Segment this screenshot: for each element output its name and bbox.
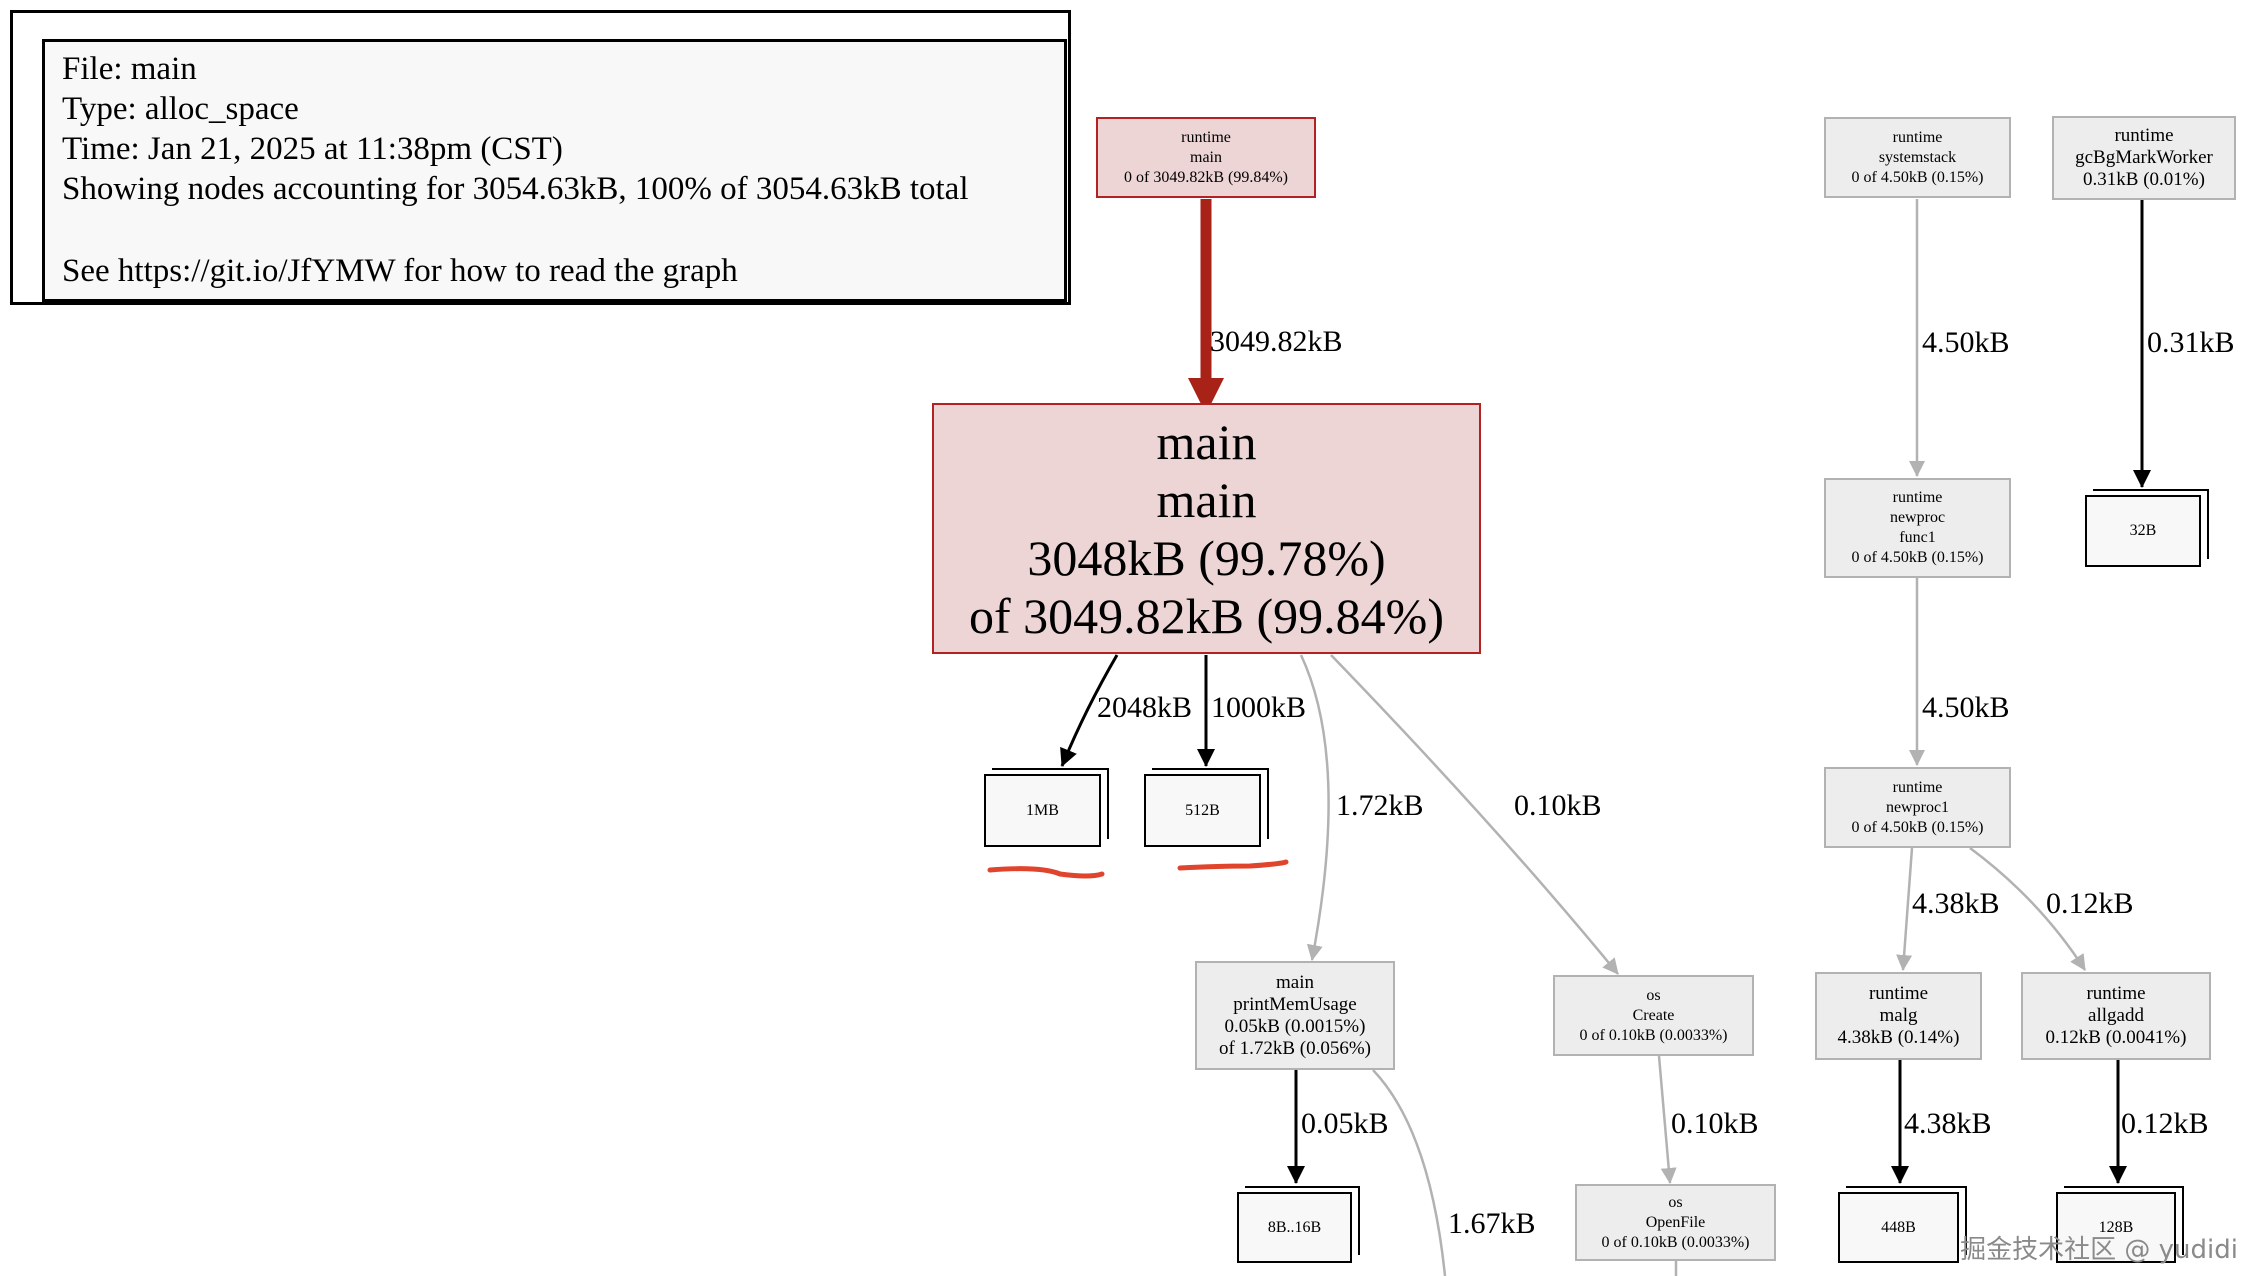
node-printmemusage[interactable]: main printMemUsage 0.05kB (0.0015%) of 1…	[1195, 961, 1395, 1070]
edge-main-to-oscreate	[1330, 654, 1619, 975]
legend-frame: File: main Type: alloc_space Time: Jan 2…	[10, 10, 1071, 305]
legend-type: Type: alloc_space	[62, 91, 299, 127]
edge-label-1mb: 2048kB	[1097, 691, 1193, 724]
edge-newproc1-to-malg	[1896, 847, 1914, 971]
edge-label-newproc1: 4.50kB	[1922, 691, 2010, 724]
legend-time: Time: Jan 21, 2025 at 11:38pm (CST)	[62, 131, 563, 167]
node-runtime-malg[interactable]: runtime malg 4.38kB (0.14%)	[1815, 972, 1982, 1060]
legend-showing: Showing nodes accounting for 3054.63kB, …	[62, 171, 969, 207]
edge-label-512b: 1000kB	[1211, 691, 1307, 724]
node-runtime-newproc-func1[interactable]: runtime newproc func1 0 of 4.50kB (0.15%…	[1824, 478, 2011, 578]
node-runtime-gcbgmarkworker[interactable]: runtime gcBgMarkWorker 0.31kB (0.01%)	[2052, 116, 2236, 200]
edge-label-rt-main: 3049.82kB	[1210, 325, 1343, 358]
edge-label-128b: 0.12kB	[2121, 1107, 2209, 1140]
edge-label-printmem: 1.72kB	[1336, 789, 1424, 822]
edge-newproc1-to-allgadd	[1969, 846, 2087, 971]
annotation-underline-512b	[1177, 859, 1289, 871]
alloc-node-1mb[interactable]: 1MB	[984, 768, 1109, 847]
node-runtime-systemstack[interactable]: runtime systemstack 0 of 4.50kB (0.15%)	[1824, 117, 2011, 198]
edge-label-newproc: 4.50kB	[1922, 326, 2010, 359]
edge-label-oscreate: 0.10kB	[1514, 789, 1602, 822]
edge-label-32b: 0.31kB	[2147, 326, 2235, 359]
edge-label-8b: 0.05kB	[1301, 1107, 1389, 1140]
edge-label-malg: 4.38kB	[1912, 887, 2000, 920]
legend-box: File: main Type: alloc_space Time: Jan 2…	[42, 39, 1067, 302]
node-runtime-main[interactable]: runtime main 0 of 3049.82kB (99.84%)	[1096, 117, 1316, 198]
edge-label-openfile: 0.10kB	[1671, 1107, 1759, 1140]
legend-help: See https://git.io/JfYMW for how to read…	[62, 253, 738, 289]
edge-main-to-1mb	[1060, 654, 1119, 767]
alloc-node-32b[interactable]: 32B	[2085, 489, 2209, 567]
alloc-node-448b[interactable]: 448B	[1838, 1186, 1967, 1263]
node-runtime-newproc1[interactable]: runtime newproc1 0 of 4.50kB (0.15%)	[1824, 767, 2011, 848]
node-runtime-allgadd[interactable]: runtime allgadd 0.12kB (0.0041%)	[2021, 972, 2211, 1060]
edge-label-448b: 4.38kB	[1904, 1107, 1992, 1140]
edge-label-print-out: 1.67kB	[1448, 1207, 1536, 1240]
annotation-underline-1mb	[987, 866, 1105, 879]
legend-file: File: main	[62, 51, 197, 87]
edge-oscreate-to-openfile	[1657, 1055, 1677, 1184]
alloc-node-8b-16b[interactable]: 8B..16B	[1237, 1186, 1360, 1263]
edge-main-to-printmem	[1299, 654, 1330, 961]
edge-printmem-out	[1372, 1069, 1447, 1276]
alloc-node-512b[interactable]: 512B	[1144, 768, 1269, 847]
watermark: 掘金技术社区 @ yudidi	[1960, 1235, 2238, 1265]
node-os-openfile[interactable]: os OpenFile 0 of 0.10kB (0.0033%)	[1575, 1184, 1776, 1261]
node-main-main[interactable]: main main 3048kB (99.78%) of 3049.82kB (…	[932, 403, 1481, 654]
node-os-create[interactable]: os Create 0 of 0.10kB (0.0033%)	[1553, 975, 1754, 1056]
edge-label-allgadd: 0.12kB	[2046, 887, 2134, 920]
